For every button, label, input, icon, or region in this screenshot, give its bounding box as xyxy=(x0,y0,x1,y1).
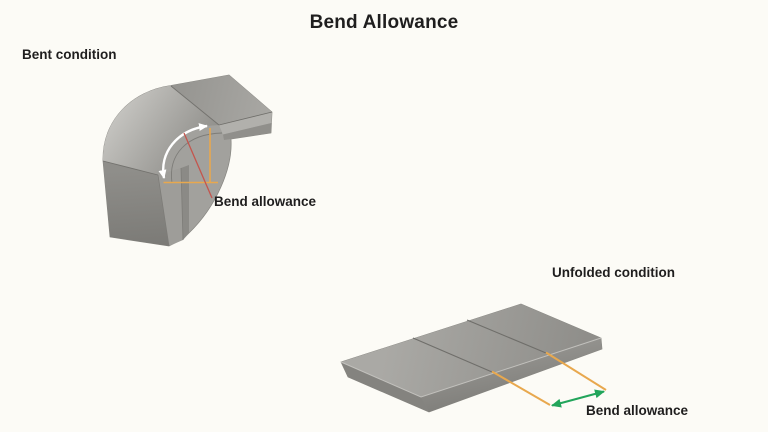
leader-line xyxy=(183,132,213,199)
page-title: Bend Allowance xyxy=(309,12,459,33)
bend-region-line-1 xyxy=(412,337,493,373)
bent-condition-label: Bent condition xyxy=(22,47,117,62)
unfolded-bend-allowance-label: Bend allowance xyxy=(586,403,689,418)
bent-edge-band-lower xyxy=(223,123,272,140)
bent-edge-band-upper xyxy=(219,112,272,135)
bend-allowance-double-arrow-icon xyxy=(551,389,605,408)
bent-part xyxy=(102,74,273,247)
bent-flange-inner-sliver xyxy=(181,165,189,240)
unfolded-front-edge-highlight xyxy=(340,337,602,398)
bent-bend-allowance-label: Bend allowance xyxy=(214,194,317,209)
bend-region-line-2 xyxy=(466,319,547,354)
bent-tangent-seam-bottom xyxy=(102,160,159,176)
unfolded-condition-label: Unfolded condition xyxy=(552,265,675,280)
unfolded-part xyxy=(340,303,607,413)
extension-line-2 xyxy=(545,351,607,391)
unfolded-left-face xyxy=(341,362,429,412)
bend-arc-double-arrow-icon xyxy=(158,123,208,179)
bent-flange-edge-band xyxy=(158,168,183,246)
bent-top-face xyxy=(171,75,272,125)
bent-flange-outer-face xyxy=(103,161,169,246)
unfolded-front-face xyxy=(421,338,602,412)
bent-top-edge-line xyxy=(218,111,273,126)
bent-flange-edge-lines xyxy=(157,167,184,247)
bent-tangent-seam-top xyxy=(170,85,220,126)
extension-line-1 xyxy=(491,370,551,406)
unfolded-top-face xyxy=(341,304,601,397)
